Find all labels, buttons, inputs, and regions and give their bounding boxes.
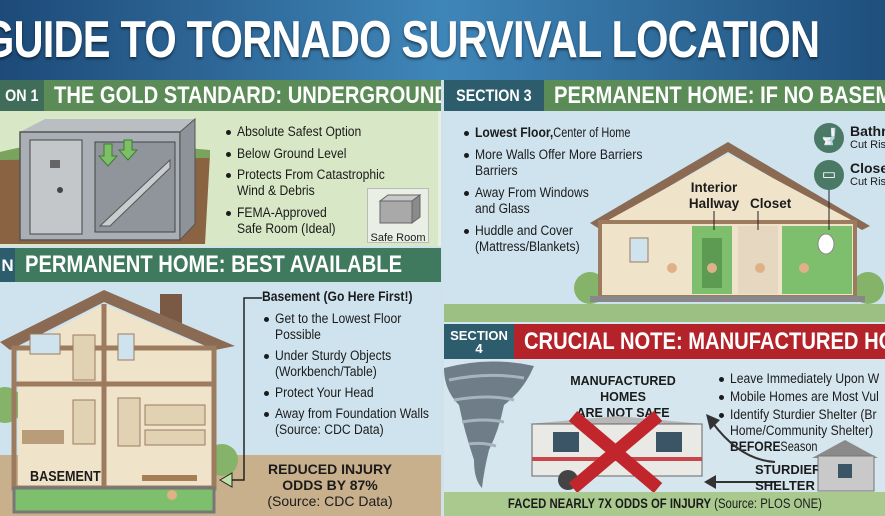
bathroom-icon-circle: 🚽	[814, 123, 844, 153]
footer-source: (Source: PLOS ONE)	[710, 496, 822, 511]
s4-bullet: Mobile Homes are Most Vul	[718, 389, 885, 405]
page-title: GUIDE TO TORNADO SURVIVAL LOCATION	[0, 11, 820, 69]
underground-vault-illustration	[0, 117, 210, 244]
safe-room-cube-icon	[378, 194, 422, 224]
stat-line: ODDS BY 87%	[282, 477, 378, 493]
shelter-arrows	[704, 414, 776, 489]
person-icon	[755, 263, 765, 273]
s3-bullet: Lowest Floor, Center of Home	[463, 125, 657, 141]
s2-bullet: Under Sturdy Objects	[263, 348, 404, 364]
s4-bullet-cont: BEFORE Season	[730, 439, 818, 454]
mobile-home-illustration	[528, 411, 704, 493]
s3-bullet-cont: (Mattress/Blankets)	[475, 239, 580, 254]
s2-bullet-cont: Possible	[275, 327, 321, 342]
s1-bullet-cont: Wind & Debris	[237, 183, 315, 198]
s4-bullet: Leave Immediately Upon W	[719, 371, 885, 387]
person-icon	[667, 263, 677, 273]
footer-stat-bar: FACED NEARLY 7X ODDS OF INJURY (Source: …	[444, 492, 885, 516]
basement-label: BASEMENT	[30, 468, 101, 485]
s1-bullet: Absolute Safest Option	[225, 124, 375, 140]
section-2-header: N PERMANENT HOME: BEST AVAILABLE	[0, 248, 441, 282]
section-1-title: THE GOLD STANDARD: UNDERGROUND	[44, 80, 441, 111]
s2-bullet-cont: (Source: CDC Data)	[275, 422, 384, 437]
callout-connector	[219, 297, 262, 488]
s3-bullet: More Walls Offer More Barriers	[463, 147, 661, 163]
section-1-header: ON 1 THE GOLD STANDARD: UNDERGROUND	[0, 80, 441, 111]
s1-bullet: Protects From Catastrophic	[225, 167, 401, 183]
stat-source: (Source: CDC Data)	[267, 493, 393, 509]
injury-stat: REDUCED INJURY ODDS BY 87% (Source: CDC …	[255, 461, 405, 509]
vault-wheel-icon	[57, 187, 63, 193]
safe-room-label: Safe Room	[370, 232, 426, 244]
section-4-title: CRUCIAL NOTE: MANUFACTURED HOME	[514, 324, 885, 359]
closet-icon-circle: ▭	[814, 160, 844, 190]
s3-bullet-cont: Barriers	[475, 163, 518, 178]
s2-bullet: Away from Foundation Walls	[263, 406, 446, 422]
callout-heading: Basement (Go Here First!)	[262, 289, 413, 304]
stat-line: REDUCED INJURY	[268, 461, 392, 477]
section-2-title: PERMANENT HOME: BEST AVAILABLE	[15, 248, 441, 282]
s4-bullet-cont: Home/Community Shelter)	[730, 423, 874, 438]
s2-bullet: Get to the Lowest Floor	[263, 311, 415, 327]
s1-bullet-cont: Safe Room (Ideal)	[237, 221, 336, 236]
tornado-illustration	[444, 361, 534, 488]
s1-bullet: Below Ground Level	[226, 146, 359, 162]
person-icon	[707, 263, 717, 273]
person-icon	[167, 490, 177, 500]
grass-strip	[444, 304, 885, 322]
two-story-house-illustration	[0, 290, 238, 514]
section-2-label: N	[0, 248, 15, 282]
s1-bullet: FEMA-Approved	[226, 205, 337, 221]
s4-bullet: Identify Sturdier Shelter (Br	[719, 407, 885, 423]
header-banner: GUIDE TO TORNADO SURVIVAL LOCATION	[0, 0, 885, 80]
s2-bullet: Protect Your Head	[264, 385, 385, 401]
s3-bullet: Huddle and Cover	[464, 223, 584, 239]
section-3-header: SECTION 3 PERMANENT HOME: IF NO BASEMEN	[444, 80, 885, 111]
sturdy-house-icon	[812, 440, 878, 492]
section-1-label: ON 1	[0, 80, 44, 111]
safe-room-inset: Safe Room	[367, 188, 429, 244]
person-icon	[799, 263, 809, 273]
closet-label: Closet	[750, 196, 792, 211]
down-arrow-icon	[97, 139, 139, 167]
s3-bullet-cont: and Glass	[475, 201, 530, 216]
footer-stat: FACED NEARLY 7X ODDS OF INJURY	[507, 496, 711, 511]
hanger-icon: ▭	[821, 166, 837, 183]
section-3-label: SECTION 3	[444, 80, 544, 111]
s3-bullet: Away From Windows	[464, 185, 602, 201]
single-story-house-illustration	[574, 142, 884, 304]
s2-bullet-cont: (Workbench/Table)	[275, 364, 377, 379]
toilet-icon: 🚽	[819, 129, 839, 146]
section-3-title: PERMANENT HOME: IF NO BASEMEN	[544, 80, 885, 111]
